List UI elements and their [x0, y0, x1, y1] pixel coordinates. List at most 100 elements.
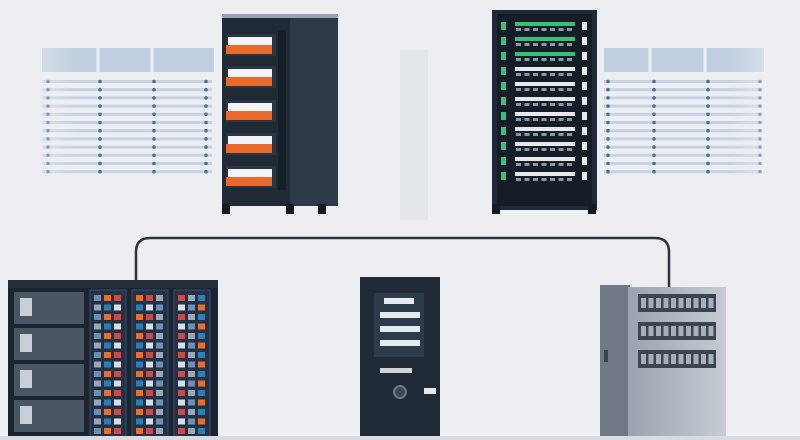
blade-module [178, 342, 185, 349]
blade-module [114, 361, 121, 368]
status-led-bar [515, 52, 575, 56]
vent-slot [656, 326, 661, 336]
drawer-label [228, 69, 272, 77]
vent-slot [678, 298, 684, 308]
vent-slot [663, 354, 669, 364]
blade-module [198, 361, 205, 368]
vent-slot [708, 326, 714, 336]
blade-module [146, 399, 153, 406]
blade-module [94, 409, 101, 415]
blade-module [146, 304, 153, 311]
vent-slot [701, 298, 706, 308]
port [541, 133, 547, 136]
port [567, 118, 572, 121]
tower-server-icon [360, 277, 440, 440]
port [533, 88, 538, 91]
port [541, 178, 547, 181]
blade-module [136, 409, 143, 415]
blade-module [114, 371, 121, 377]
drawer-handle-orange [226, 111, 272, 120]
vent-slot [686, 354, 691, 364]
blade-module [178, 304, 185, 311]
port [533, 163, 538, 166]
vent-slot [648, 326, 654, 336]
vent-slot [693, 326, 699, 336]
blade-module [198, 342, 205, 349]
port [558, 103, 564, 106]
port [550, 28, 555, 31]
blade-module [146, 409, 153, 415]
blade-module [114, 352, 121, 358]
port [524, 73, 530, 76]
blade-module [188, 428, 195, 434]
blade-module [156, 342, 163, 349]
blade-module [178, 323, 185, 330]
blade-module [114, 304, 121, 311]
blade-module [156, 371, 163, 377]
blade-module [114, 390, 121, 396]
port [558, 133, 564, 136]
blade-module [188, 314, 195, 320]
blade-module [198, 390, 205, 396]
blade-module [188, 333, 195, 339]
vent-slot [686, 326, 691, 336]
port-bar [515, 67, 575, 71]
blade-module [146, 314, 153, 320]
blade-module [136, 323, 143, 330]
side-led [501, 127, 506, 135]
port [567, 88, 572, 91]
blade-module [114, 323, 121, 330]
blade-module [114, 342, 121, 349]
storage-shelf-left [0, 40, 215, 190]
blade-module [146, 352, 153, 358]
port [524, 88, 530, 91]
blade-module [94, 295, 101, 301]
blade-module [104, 295, 111, 301]
port [524, 163, 530, 166]
blade-module [114, 333, 121, 339]
blade-module [178, 390, 185, 396]
port [558, 28, 564, 31]
side-led [501, 22, 506, 30]
blade-module [156, 390, 163, 396]
port [516, 133, 521, 136]
blade-module [136, 371, 143, 377]
blade-module [178, 352, 185, 358]
blade-module [136, 352, 143, 358]
port [558, 73, 564, 76]
blade-module [94, 361, 101, 368]
blade-module [136, 342, 143, 349]
blade-module [136, 399, 143, 406]
port [567, 103, 572, 106]
port [550, 103, 555, 106]
blade-module [178, 418, 185, 425]
side-led [582, 172, 587, 180]
blade-module [156, 418, 163, 425]
blade-module [146, 390, 153, 396]
port [524, 178, 530, 181]
port [541, 73, 547, 76]
blade-module [104, 399, 111, 406]
port [550, 133, 555, 136]
side-led [501, 37, 506, 45]
blade-module [198, 418, 205, 425]
blade-module [198, 295, 205, 301]
blade-module [198, 409, 205, 415]
port-bar [515, 127, 575, 131]
blade-module [188, 371, 195, 377]
port [524, 43, 530, 46]
blade-module [94, 399, 101, 406]
port [541, 43, 547, 46]
blade-module [178, 428, 185, 434]
blade-module [156, 295, 163, 301]
blade-module [104, 428, 111, 434]
port [516, 28, 521, 31]
vent-slot [641, 326, 646, 336]
port [550, 58, 555, 61]
port [533, 133, 538, 136]
side-led [582, 22, 587, 30]
vent-slot [678, 326, 684, 336]
side-led [501, 82, 506, 90]
vent-slot [641, 354, 646, 364]
blade-module [114, 409, 121, 415]
